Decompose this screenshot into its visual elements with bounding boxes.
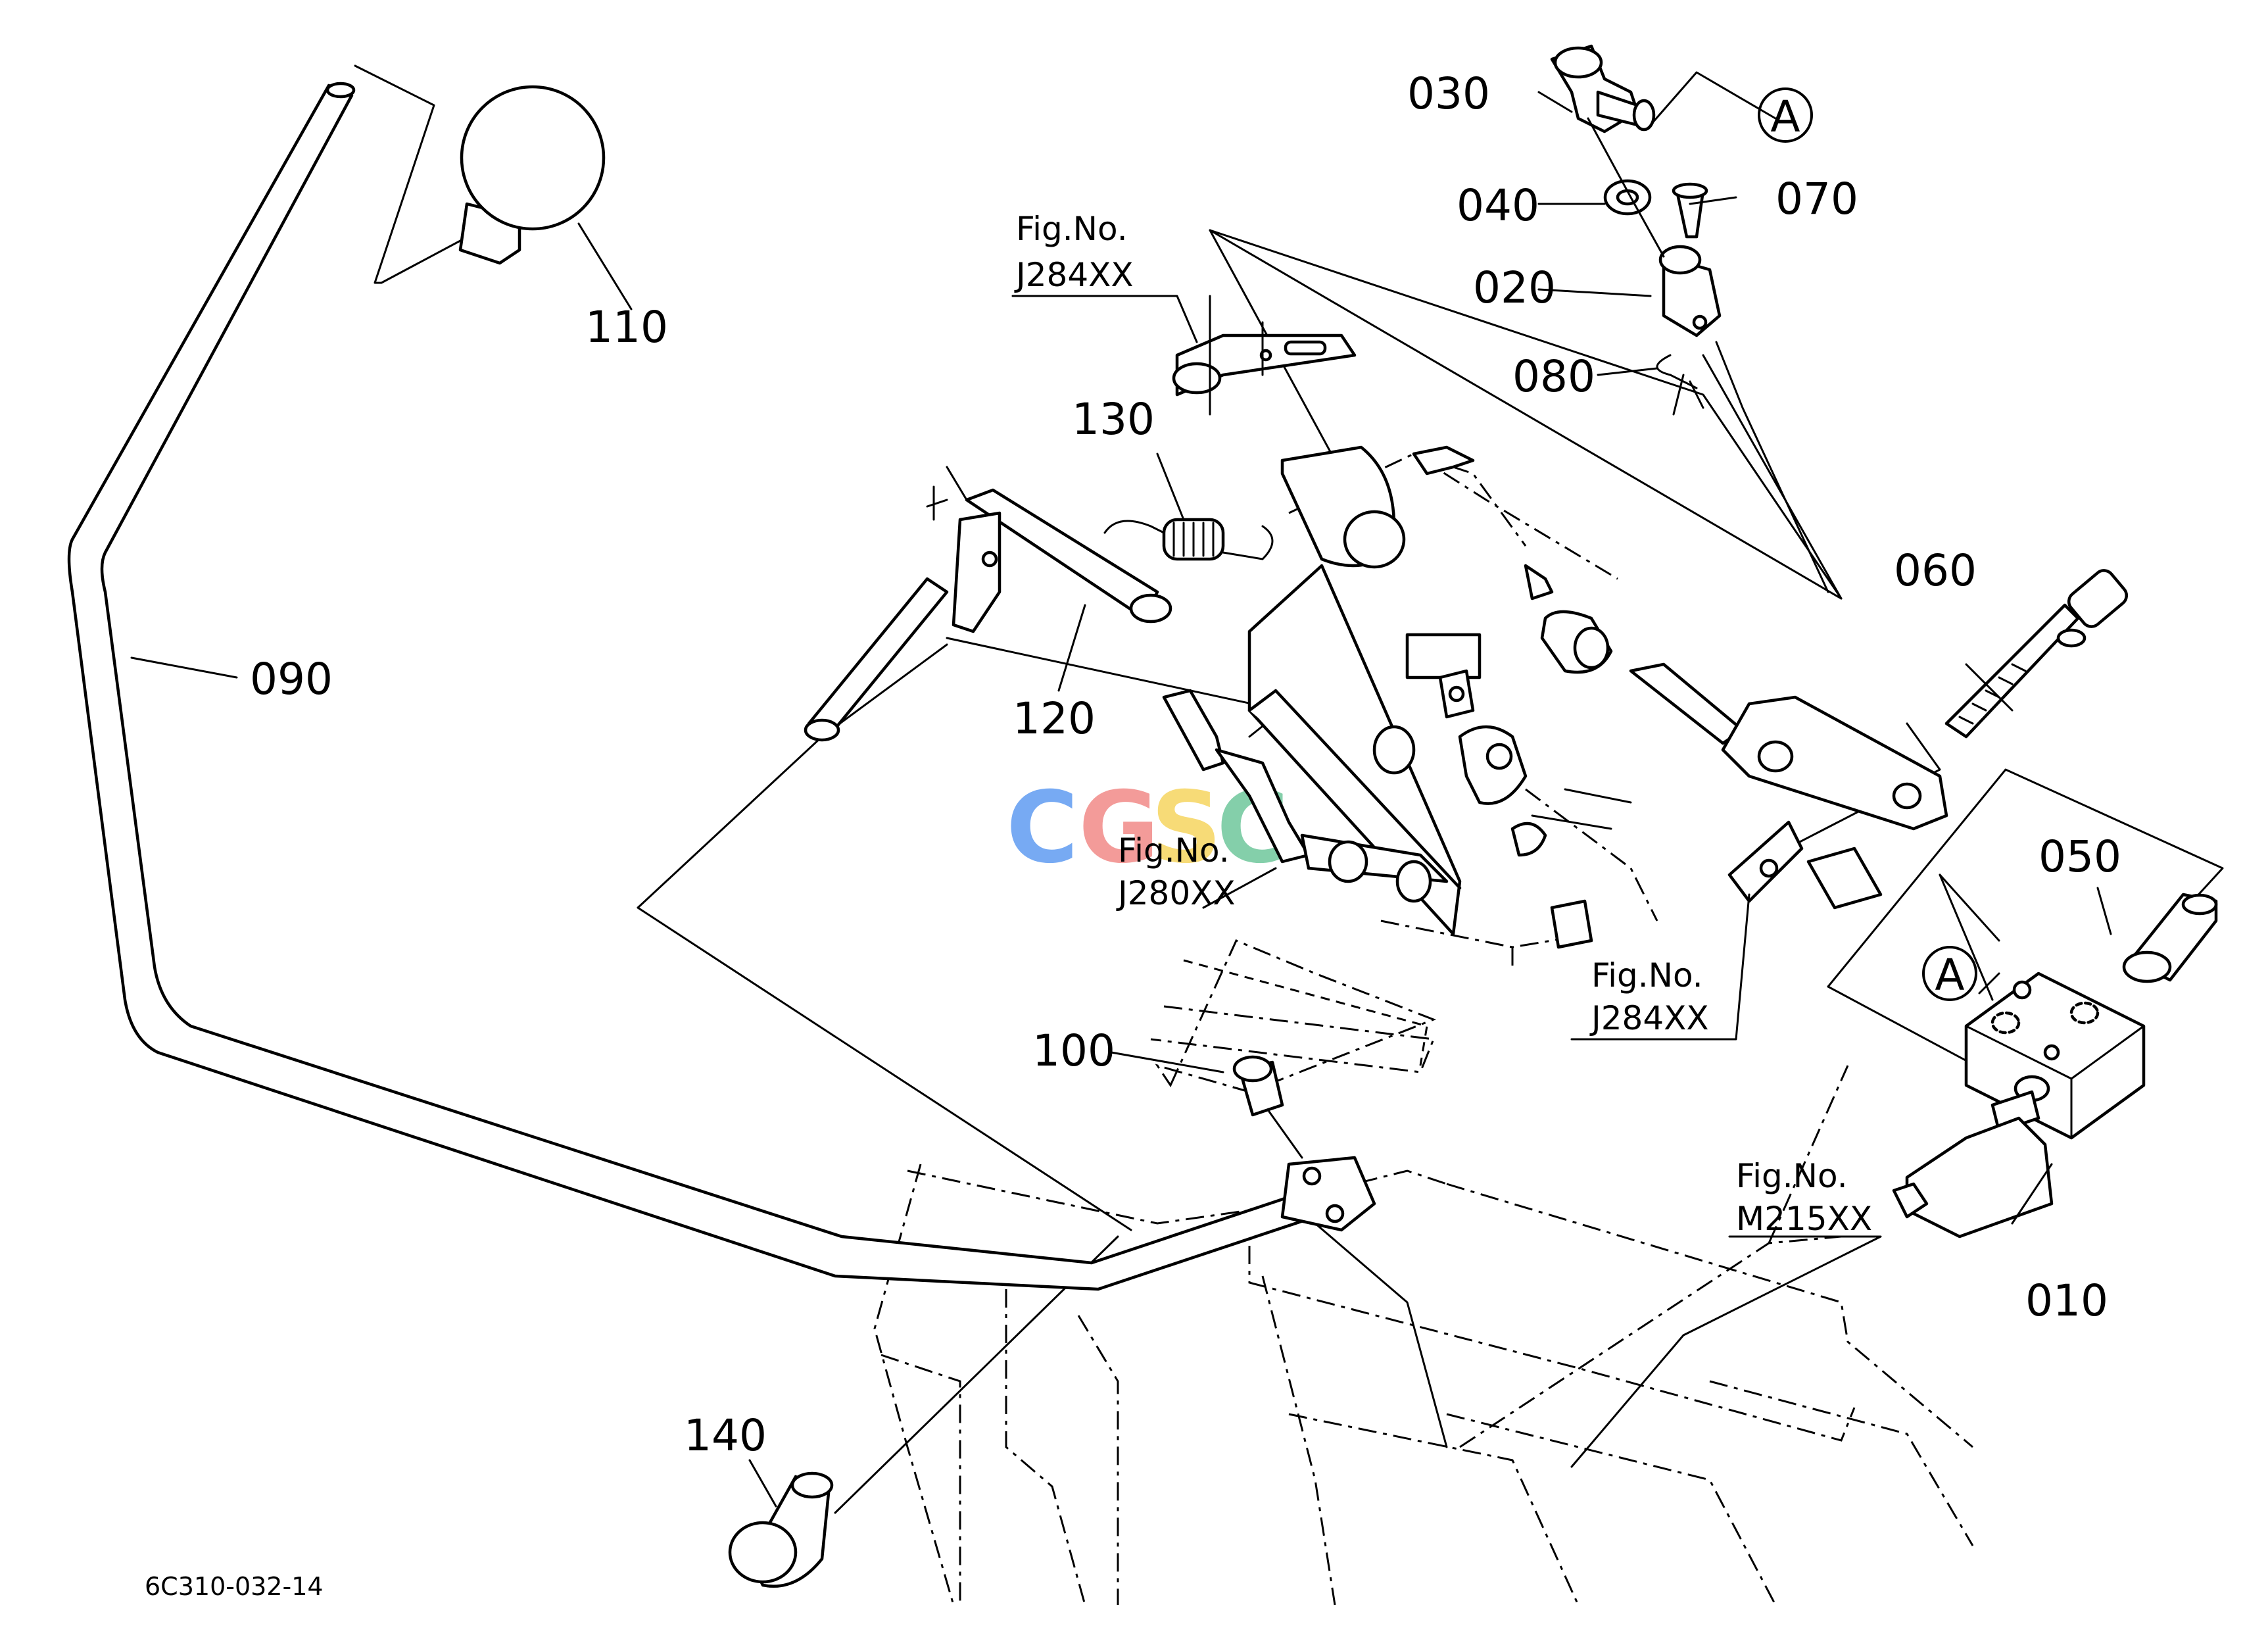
fig-ref-bottom-line2: M215XX [1736, 1200, 1872, 1238]
watermark-letter-2: G [1078, 771, 1159, 885]
label-100: 100 [1032, 1025, 1115, 1076]
knob [354, 64, 606, 284]
fig-ref-mid-line1: Fig.No. [1118, 831, 1230, 870]
shift-arm-shaft [804, 466, 1172, 742]
reference-markers: A A [1758, 87, 1977, 1001]
fork-bracket-j284-right [1721, 569, 2129, 910]
watermark-letter-3: S [1151, 771, 1222, 885]
label-050: 050 [2039, 831, 2121, 882]
label-120: 120 [1013, 693, 1096, 744]
figure-references: Fig.No. J284XX Fig.No. J280XX Fig.No. J2… [1014, 210, 1872, 1238]
fig-ref-top-line1: Fig.No. [1016, 210, 1128, 248]
part-number-labels: 010 020 030 040 050 060 070 080 090 100 … [250, 68, 2121, 1461]
fig-ref-mid: Fig.No. J280XX [1116, 831, 1236, 912]
fig-ref-mid-line2: J280XX [1116, 874, 1236, 912]
ref-marker-bottom-text: A [1935, 950, 1964, 1000]
label-130: 130 [1072, 394, 1155, 445]
label-090: 090 [250, 654, 333, 704]
label-040: 040 [1457, 180, 1539, 231]
bolt-100 [1232, 1055, 1303, 1159]
label-070: 070 [1775, 174, 1858, 224]
spring [1103, 518, 1274, 561]
ref-marker-top-text: A [1770, 91, 1800, 142]
fig-ref-top-line2: J284XX [1014, 256, 1134, 294]
fig-ref-bottom-line1: Fig.No. [1736, 1157, 1848, 1195]
fig-ref-bottom: Fig.No. M215XX [1736, 1157, 1872, 1238]
fig-ref-top: Fig.No. J284XX [1014, 210, 1134, 294]
label-140: 140 [684, 1410, 767, 1461]
fig-ref-right: Fig.No. J284XX [1589, 956, 1709, 1037]
bracket-j284-top [1172, 295, 1357, 416]
joint-assembly [1550, 44, 1829, 593]
ref-marker-bottom: A [1922, 946, 1977, 1001]
fig-ref-right-line1: Fig.No. [1591, 956, 1703, 995]
label-030: 030 [1407, 68, 1490, 119]
label-060: 060 [1894, 545, 1977, 596]
label-110: 110 [585, 302, 668, 353]
fig-ref-right-line2: J284XX [1589, 999, 1709, 1037]
watermark-letter-1: C [1006, 771, 1078, 885]
small-knob [728, 1471, 834, 1588]
label-020: 020 [1473, 262, 1556, 313]
detent-block-assembly [1892, 893, 2218, 1239]
leader-lines [130, 71, 2112, 1508]
label-080: 080 [1512, 351, 1595, 402]
ref-marker-top: A [1758, 87, 1813, 143]
control-mechanism [1162, 445, 1745, 949]
shift-lever-rod [67, 82, 1376, 1291]
label-010: 010 [2025, 1275, 2108, 1326]
drawing-code: 6C310-032-14 [145, 1572, 324, 1601]
